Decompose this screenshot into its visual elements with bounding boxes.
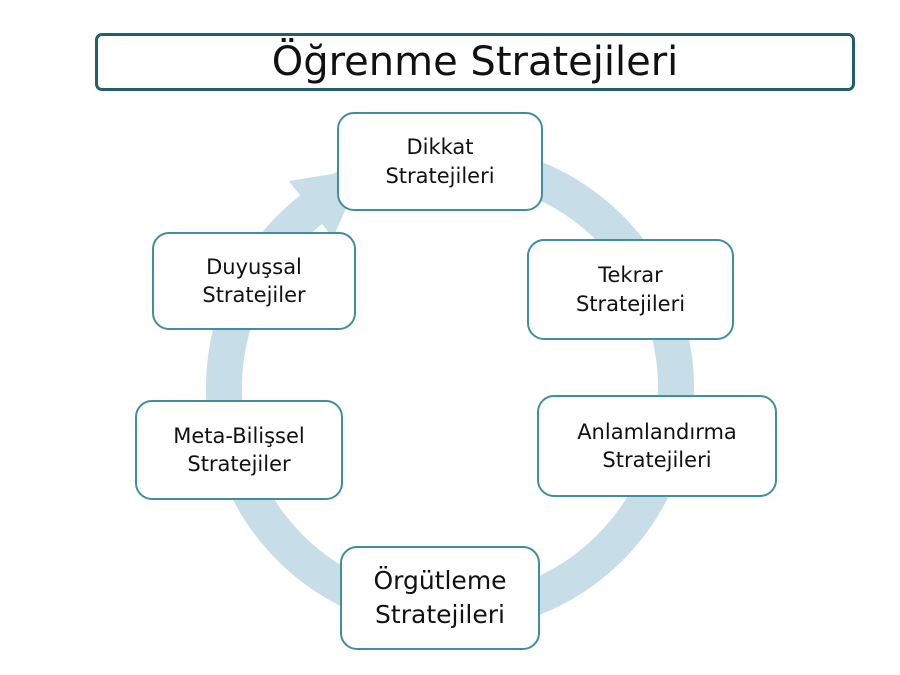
diagram-title-box: Öğrenme Stratejileri <box>95 33 855 91</box>
node-label: Meta-Bilişsel Stratejiler <box>173 423 305 476</box>
node-label: Anlamlandırma Stratejileri <box>577 419 737 472</box>
diagram-title: Öğrenme Stratejileri <box>271 39 679 85</box>
node-label: Duyuşsal Stratejiler <box>202 254 306 307</box>
node-dikkat-stratejileri: Dikkat Stratejileri <box>337 112 543 211</box>
node-duyussal-stratejiler: Duyuşsal Stratejiler <box>152 232 356 330</box>
node-anlamlandirma-stratejileri: Anlamlandırma Stratejileri <box>537 395 777 497</box>
node-meta-bilissel-stratejiler: Meta-Bilişsel Stratejiler <box>135 400 343 500</box>
node-orgutleme-stratejileri: Örgütleme Stratejileri <box>340 546 540 650</box>
node-label: Örgütleme Stratejileri <box>373 566 507 629</box>
node-label: Tekrar Stratejileri <box>575 263 686 316</box>
node-tekrar-stratejileri: Tekrar Stratejileri <box>527 239 734 340</box>
node-label: Dikkat Stratejileri <box>385 135 495 188</box>
